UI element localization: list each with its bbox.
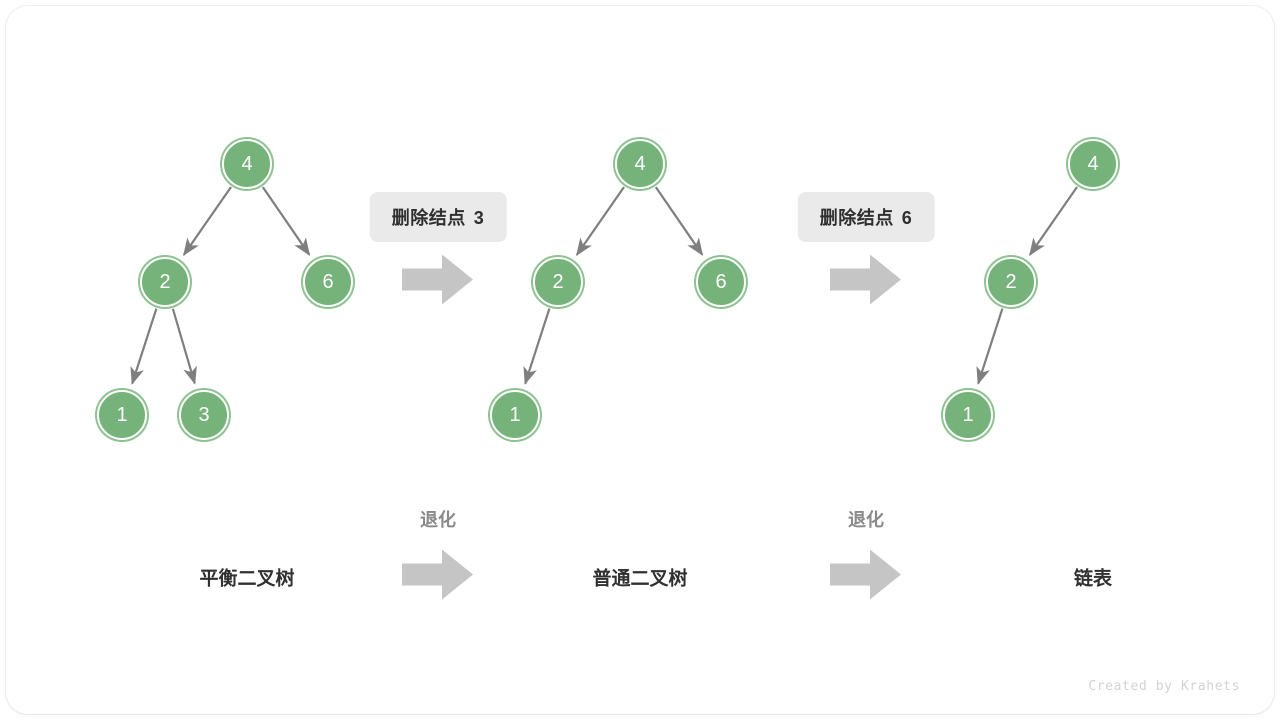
tree-node-4[interactable]: 4 [1068,139,1118,189]
tree-node-3[interactable]: 3 [179,390,229,440]
tree-node-1[interactable]: 1 [490,390,540,440]
chip-value: 6 [901,208,913,228]
tree-node-2[interactable]: 2 [986,257,1036,307]
card-frame [6,6,1274,714]
tree-node-1[interactable]: 1 [943,390,993,440]
chip-value: 3 [473,208,485,228]
tree-edge [171,308,197,385]
degenerate-label-delete-node-6: 退化 [848,510,884,530]
tree-edge [575,186,625,256]
tree-node-6[interactable]: 6 [303,257,353,307]
tree-edge [976,308,1004,385]
tree-edge [523,308,551,385]
tree-node-4[interactable]: 4 [222,139,272,189]
chip-delete-node-6: 删除结点 6 [797,192,935,242]
caption-ordinary-binary-tree: 普通二叉树 [592,568,688,590]
tree-edge [130,308,158,385]
tree-edge [654,186,704,256]
tree-node-6[interactable]: 6 [696,257,746,307]
tree-node-4[interactable]: 4 [615,139,665,189]
tree-node-1[interactable]: 1 [97,390,147,440]
tree-edge [1028,186,1078,256]
transition-arrow-delete-node-3 [402,252,474,313]
caption-linked-list: 链表 [1073,568,1113,590]
caption-balanced-binary-tree: 平衡二叉树 [199,568,295,590]
chip-label: 删除结点 [819,208,894,228]
tree-node-2[interactable]: 2 [140,257,190,307]
tree-edge [182,186,232,256]
tree-edge [261,186,311,256]
chip-label: 删除结点 [391,208,466,228]
degenerate-label-delete-node-3: 退化 [420,510,456,530]
credit-text: Created by Krahets [1088,679,1240,694]
chip-delete-node-3: 删除结点 3 [369,192,507,242]
tree-node-2[interactable]: 2 [533,257,583,307]
caption-arrow-delete-node-3 [402,547,474,608]
transition-arrow-delete-node-6 [830,252,902,313]
caption-arrow-delete-node-6 [830,547,902,608]
